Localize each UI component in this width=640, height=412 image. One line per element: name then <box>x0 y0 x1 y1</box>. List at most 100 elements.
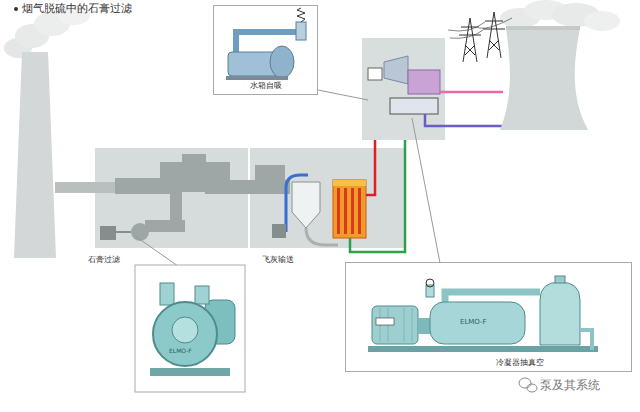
node-label: 水箱自吸 <box>214 80 317 91</box>
boiler <box>337 188 340 234</box>
cooling-tower <box>524 0 568 20</box>
chimney <box>14 52 56 258</box>
scrubber-ducts <box>182 154 206 164</box>
self-priming-pump <box>297 8 305 22</box>
fly-ash-ducts <box>306 228 338 245</box>
title: 烟气脱硫中的石膏过滤 <box>22 1 132 16</box>
watermark: 泵及其系统 <box>540 377 600 394</box>
wechat-icon <box>519 378 537 392</box>
cooling-tower <box>500 28 588 130</box>
fly-ash-ducts <box>272 224 286 238</box>
self-priming-pump <box>228 52 278 76</box>
leader-line <box>135 236 178 266</box>
vacuum-pump-set <box>426 285 434 297</box>
grid-line <box>440 92 503 93</box>
chimney-smoke <box>4 5 90 58</box>
power-pylon <box>459 18 481 62</box>
scrubber-ducts <box>116 231 131 233</box>
boiler <box>333 180 366 186</box>
detail-inset: 水箱自吸 <box>213 5 318 95</box>
self-priming-pump <box>270 46 294 78</box>
chimney-smoke <box>58 5 90 25</box>
power-pylon <box>448 12 512 62</box>
fly-ash-ducts <box>248 180 290 194</box>
steam-pipe <box>366 48 385 195</box>
fly-ash-ducts <box>286 175 308 232</box>
vacuum-pump-set <box>580 330 592 350</box>
scrubber-ducts <box>160 162 230 192</box>
cooling-line <box>425 114 527 126</box>
scrubber-ducts <box>100 226 116 240</box>
turbine-hall <box>384 56 408 84</box>
fly-ash-ducts <box>255 165 285 180</box>
cooling-tower <box>584 11 620 31</box>
title-bullet <box>14 7 18 11</box>
cooling-tower <box>500 8 540 28</box>
gypsum-pump-inset <box>153 302 217 366</box>
scrubber-ducts <box>170 192 182 222</box>
power-pylon <box>483 12 505 58</box>
scrubber-ducts <box>100 154 250 241</box>
boiler <box>358 188 361 234</box>
gypsum-pump-inset <box>172 317 198 343</box>
vacuum-pump-set <box>555 276 565 283</box>
gypsum-pump-inset <box>205 300 235 344</box>
cooling-tower <box>552 3 600 27</box>
vacuum-pump-set <box>372 306 418 344</box>
scrubber-ducts <box>205 180 250 194</box>
power-pylon <box>448 18 512 38</box>
gypsum-pump-inset <box>135 265 245 392</box>
cooling-tower <box>500 0 620 130</box>
boiler <box>333 180 366 238</box>
turbine-hall <box>362 38 445 140</box>
gypsum-pump-inset <box>160 283 174 305</box>
leader-line <box>135 90 440 266</box>
plant-section: 石膏过滤 <box>95 148 248 248</box>
pump-brand: ELMO-F <box>169 347 192 354</box>
chimney-smoke <box>4 38 32 58</box>
vacuum-pump-set <box>368 346 598 352</box>
boiler <box>333 180 366 238</box>
node-label: 石膏过滤 <box>88 254 120 265</box>
vacuum-pump-set <box>426 279 434 287</box>
turbine-hall <box>368 68 382 80</box>
fly-ash-ducts <box>248 165 338 245</box>
chimney-smoke <box>15 24 49 48</box>
vacuum-pump-set <box>418 318 430 334</box>
grid-line <box>440 91 503 94</box>
turbine-hall <box>362 38 445 140</box>
scrubber-ducts <box>115 178 170 194</box>
turbine-hall <box>390 98 438 114</box>
vacuum-pump-set <box>540 282 580 345</box>
detail-inset: 冷凝器抽真空 <box>345 262 632 372</box>
self-priming-pump <box>226 8 306 80</box>
cooling-tower <box>506 26 580 30</box>
self-priming-pump <box>226 76 288 80</box>
scrubber-ducts <box>145 220 185 232</box>
leader-line <box>412 118 440 263</box>
scrubber-ducts <box>131 223 149 241</box>
chimney <box>14 52 117 258</box>
wechat-icon <box>519 378 531 388</box>
vacuum-pump-set <box>445 292 540 302</box>
wechat-icon <box>527 384 537 392</box>
leader-line <box>318 90 368 100</box>
self-priming-pump <box>296 22 306 40</box>
water-pipe <box>350 108 412 252</box>
water-pipe <box>350 108 412 252</box>
gypsum-pump-inset <box>135 265 245 392</box>
gypsum-pump-inset <box>195 286 209 304</box>
gypsum-pump-inset <box>150 368 230 376</box>
boiler <box>344 188 347 234</box>
fly-ash-ducts <box>292 182 320 228</box>
vacuum-pump-set <box>380 308 412 342</box>
vacuum-pump-set <box>430 302 525 344</box>
node-label: 飞灰输送 <box>262 254 294 265</box>
vacuum-pump-set <box>368 276 598 352</box>
cooling-line <box>425 114 527 126</box>
boiler <box>351 188 354 234</box>
chimney-smoke <box>34 12 70 36</box>
chimney <box>55 182 117 193</box>
